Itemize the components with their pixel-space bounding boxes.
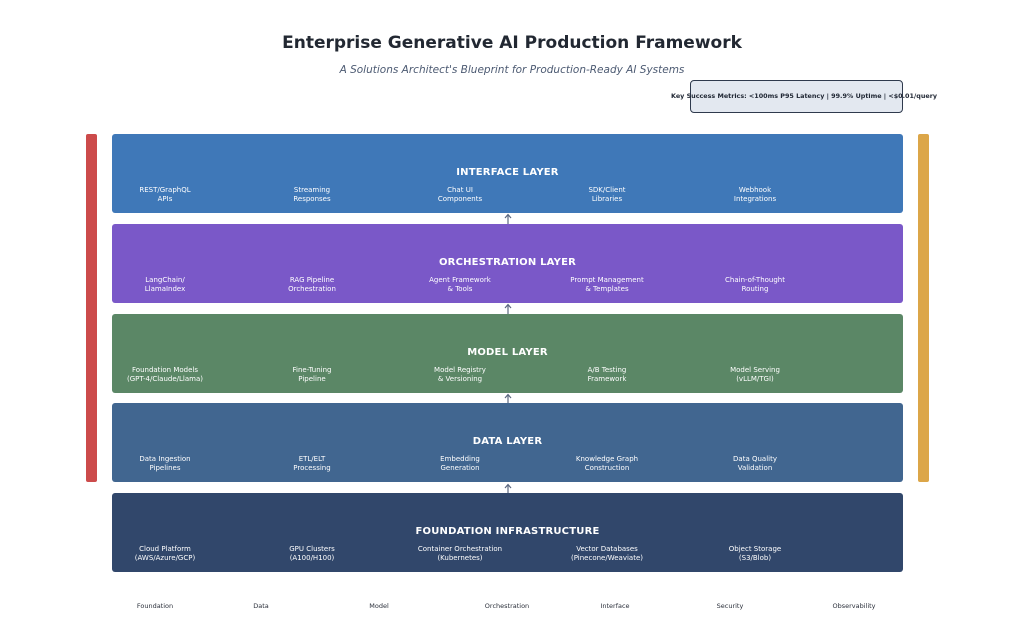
- metrics-box: [690, 80, 903, 113]
- orchestration-layer: ORCHESTRATION LAYER LangChain/ LlamaInde…: [112, 224, 903, 303]
- layer-component: GPU Clusters (A100/H100): [289, 545, 335, 562]
- layer-component: Embedding Generation: [440, 455, 480, 472]
- bottom-label: Model: [369, 602, 389, 610]
- page-title: Enterprise Generative AI Production Fram…: [282, 33, 742, 53]
- layer-component: Streaming Responses: [293, 186, 331, 203]
- layer-component: Chat UI Components: [437, 186, 483, 203]
- left-side-bar: [86, 134, 97, 482]
- layer-component: Data Ingestion Pipelines: [139, 455, 191, 472]
- layer-component: Data Quality Validation: [733, 455, 777, 472]
- layer-title: MODEL LAYER: [467, 347, 548, 358]
- layer-component: ETL/ELT Processing: [293, 455, 331, 472]
- model-layer: MODEL LAYER Foundation Models (GPT-4/Cla…: [112, 314, 903, 393]
- bottom-label: Interface: [600, 602, 630, 610]
- layer-component: Model Registry & Versioning: [434, 366, 486, 383]
- layer-title: INTERFACE LAYER: [456, 167, 559, 178]
- metrics-text: Key Success Metrics: <100ms P95 Latency …: [671, 92, 938, 100]
- layer-component: Vector Databases (Pinecone/Weaviate): [571, 545, 643, 562]
- layer-component: Container Orchestration (Kubernetes): [417, 545, 503, 562]
- layer-component: Knowledge Graph Construction: [575, 455, 639, 472]
- layer-title: ORCHESTRATION LAYER: [438, 257, 577, 268]
- layer-component: Agent Framework & Tools: [429, 276, 491, 293]
- page-subtitle: A Solutions Architect's Blueprint for Pr…: [339, 64, 685, 76]
- layer-component: Foundation Models (GPT-4/Claude/Llama): [127, 366, 203, 383]
- foundation-layer: FOUNDATION INFRASTRUCTURE Cloud Platform…: [112, 493, 903, 572]
- layer-component: A/B Testing Framework: [587, 366, 627, 383]
- layer-component: SDK/Client Libraries: [588, 186, 626, 203]
- up-arrow-icon: [504, 483, 512, 494]
- bottom-label: Observability: [832, 602, 876, 610]
- bottom-label: Security: [716, 602, 744, 610]
- layer-component: Cloud Platform (AWS/Azure/GCP): [134, 545, 196, 562]
- layer-title: DATA LAYER: [472, 436, 543, 447]
- layer-component: Prompt Management & Templates: [570, 276, 644, 293]
- up-arrow-icon: [504, 213, 512, 224]
- layer-title: FOUNDATION INFRASTRUCTURE: [415, 526, 600, 537]
- layer-component: Fine-Tuning Pipeline: [292, 366, 332, 383]
- layer-component: RAG Pipeline Orchestration: [288, 276, 336, 293]
- right-side-bar: [918, 134, 929, 482]
- layer-component: Chain-of-Thought Routing: [725, 276, 785, 293]
- layer-component: REST/GraphQL APIs: [139, 186, 191, 203]
- bottom-label: Data: [253, 602, 269, 610]
- interface-layer: INTERFACE LAYER REST/GraphQL APIs Stream…: [112, 134, 903, 213]
- data-layer: DATA LAYER Data Ingestion Pipelines ETL/…: [112, 403, 903, 482]
- layer-component: Object Storage (S3/Blob): [728, 545, 782, 562]
- layer-component: Model Serving (vLLM/TGI): [730, 366, 780, 383]
- bottom-label: Foundation: [136, 602, 174, 610]
- layer-component: LangChain/ LlamaIndex: [144, 276, 186, 293]
- layer-component: Webhook Integrations: [733, 186, 777, 203]
- up-arrow-icon: [504, 393, 512, 404]
- bottom-label: Orchestration: [484, 602, 530, 610]
- up-arrow-icon: [504, 303, 512, 314]
